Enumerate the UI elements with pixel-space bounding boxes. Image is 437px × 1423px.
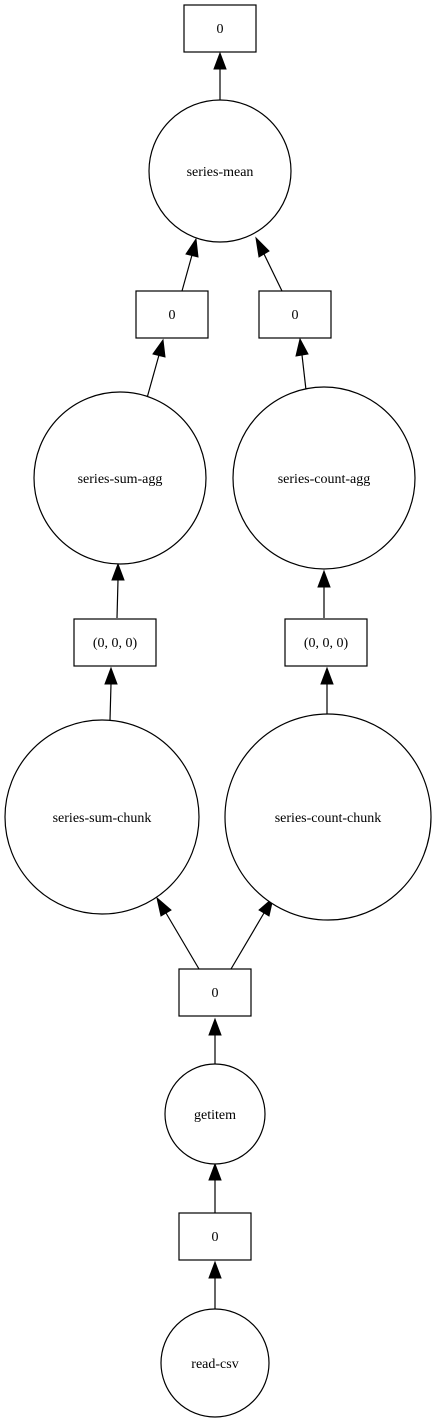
node-label: series-count-agg (278, 472, 371, 487)
arrowhead-icon (152, 338, 166, 358)
edge-sum-chunk-to-box (109, 683, 112, 721)
node-series-sum-agg: series-sum-agg (33, 391, 207, 565)
node-getitem-out: 0 (178, 968, 252, 1017)
edge-box-to-sum-chunk (165, 912, 200, 970)
node-read-csv-out: 0 (178, 1212, 252, 1261)
node-series-count-chunk: series-count-chunk (224, 713, 432, 921)
arrowhead-icon (255, 236, 270, 258)
node-label: (0, 0, 0) (93, 636, 138, 651)
node-label: 0 (212, 986, 219, 1001)
node-label: (0, 0, 0) (304, 636, 349, 651)
edge-box-to-mean-left (181, 254, 193, 292)
node-label: series-mean (187, 165, 254, 180)
arrowhead-icon (295, 337, 309, 357)
node-sum-chunk-out: (0, 0, 0) (73, 618, 157, 667)
edge-sum-agg-to-box (146, 354, 160, 399)
arrowhead-icon (213, 51, 227, 70)
arrowhead-icon (320, 666, 334, 685)
arrowhead-icon (185, 237, 199, 258)
node-label: 0 (217, 22, 224, 37)
edge-box-to-count-chunk (230, 912, 265, 970)
node-label: series-count-chunk (275, 811, 382, 826)
node-read-csv: read-csv (160, 1308, 270, 1418)
edge-box-to-sum-agg (116, 579, 119, 619)
node-sum-agg-out: 0 (135, 290, 209, 339)
node-label: read-csv (191, 1357, 238, 1372)
arrowhead-icon (208, 1260, 222, 1279)
node-label: getitem (194, 1108, 236, 1123)
node-label: 0 (212, 1230, 219, 1245)
arrowhead-icon (208, 1017, 222, 1036)
arrowhead-icon (111, 562, 125, 581)
node-count-agg-out: 0 (258, 290, 332, 339)
node-series-count-agg: series-count-agg (232, 386, 416, 570)
node-label: 0 (292, 308, 299, 323)
arrowhead-icon (104, 666, 118, 685)
arrowhead-icon (317, 569, 331, 588)
edge-box-to-mean-right (263, 253, 283, 292)
node-out-top: 0 (183, 4, 257, 53)
node-series-sum-chunk: series-sum-chunk (4, 719, 200, 915)
node-count-chunk-out: (0, 0, 0) (284, 618, 368, 667)
node-label: series-sum-agg (78, 472, 163, 487)
node-label: series-sum-chunk (53, 811, 152, 826)
arrowhead-icon (156, 896, 172, 917)
edge-count-agg-to-box (301, 354, 307, 391)
node-label: 0 (169, 308, 176, 323)
node-getitem: getitem (164, 1063, 266, 1165)
node-series-mean: series-mean (148, 99, 292, 243)
arrowhead-icon (208, 1162, 222, 1181)
